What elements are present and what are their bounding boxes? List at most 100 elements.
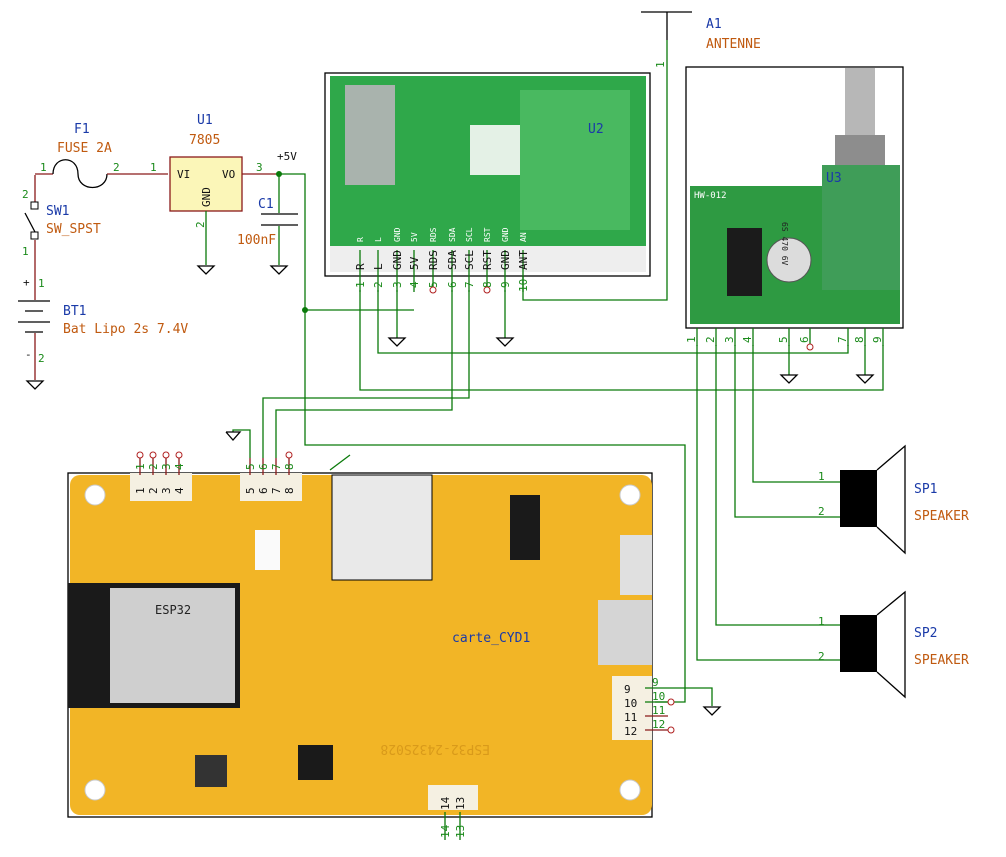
- silk-label: GND: [393, 227, 402, 242]
- pin-label: GND: [499, 250, 512, 270]
- switch-SW1[interactable]: 2 1 SW1 SW_SPST: [22, 175, 101, 258]
- pin-number: 2: [194, 221, 207, 228]
- pin-label: 11: [624, 711, 637, 724]
- speaker2-ref: SP2: [914, 626, 937, 641]
- pin-number: 1: [818, 470, 825, 483]
- ground-icon: [855, 374, 875, 384]
- no-connect-icon: [149, 451, 157, 459]
- pin-number: 1: [354, 281, 367, 288]
- pin-label: ANT: [517, 250, 530, 270]
- no-connect-icon: [136, 451, 144, 459]
- pin-number: 7: [836, 336, 849, 343]
- ground-icon: [702, 706, 722, 716]
- pin-label: 9: [624, 683, 631, 696]
- pin-number: 3: [256, 161, 263, 174]
- board-silk-text: ESP32-2432S028: [380, 741, 490, 756]
- pin-number: 3: [160, 463, 173, 470]
- pin-label: R: [354, 263, 367, 270]
- pin-label: 2: [147, 487, 160, 494]
- pin-number: 5: [777, 336, 790, 343]
- speaker-SP1[interactable]: 1 2 SP1 SPEAKER: [818, 444, 969, 555]
- ground-icon: [225, 431, 242, 441]
- cyd-board[interactable]: ESP32 ESP32-2432S028 carte_CYD1: [67, 472, 653, 818]
- pin-number: 14: [439, 824, 452, 838]
- amplifier-module-U3[interactable]: 6S 470 6V HW-012 U3: [685, 66, 904, 329]
- pin-number: 10: [652, 690, 665, 703]
- fuse-F1[interactable]: 1 2 1 F1 FUSE 2A: [35, 122, 168, 188]
- regulator-U1[interactable]: VI VO GND 2 3 U1 7805: [169, 113, 279, 275]
- pin-number: 8: [481, 281, 494, 288]
- pin-number: 6: [798, 336, 811, 343]
- pin-number: 1: [818, 615, 825, 628]
- battery-plus: +: [23, 276, 30, 289]
- antenna-ref: A1: [706, 17, 722, 32]
- amplifier-ref: U3: [826, 171, 842, 186]
- cyd-ref: carte_CYD1: [452, 631, 530, 646]
- no-connect-icon: [667, 726, 675, 734]
- pin-number: 1: [134, 463, 147, 470]
- ground-icon: [196, 265, 216, 275]
- antenna-A1[interactable]: 1 A1 ANTENNE: [522, 11, 761, 301]
- pin-number: 2: [38, 352, 45, 365]
- fuse-ref: F1: [74, 122, 90, 137]
- pin-label: GND: [391, 250, 404, 270]
- battery-ref: BT1: [63, 304, 86, 319]
- speaker-SP2[interactable]: 1 2 SP2 SPEAKER: [818, 590, 969, 699]
- pin-number: 3: [391, 281, 404, 288]
- ground-icon: [25, 380, 45, 390]
- pin-number: 1: [654, 61, 667, 68]
- radio-ref: U2: [588, 122, 604, 137]
- battery-BT1[interactable]: + - 1 2 BT1 Bat Lipo 2s 7.4V: [18, 240, 188, 380]
- pin-number: 1: [40, 161, 47, 174]
- pin-number: 2: [22, 188, 29, 201]
- power-label-5v: +5V: [277, 150, 297, 163]
- pin-label: RST: [481, 250, 494, 270]
- pin-label: 10: [624, 697, 637, 710]
- fuse-value: FUSE 2A: [57, 141, 112, 156]
- pin-number: 12: [652, 718, 665, 731]
- radio-module-U2[interactable]: U2: [324, 72, 651, 277]
- pin-number: 1: [38, 277, 45, 290]
- pin-number: 1: [22, 245, 29, 258]
- pin-number: 6: [257, 463, 270, 470]
- ground-icon: [387, 337, 407, 347]
- pin-number: 10: [517, 279, 530, 292]
- pin-label: L: [372, 263, 385, 270]
- silk-label: AN: [519, 232, 528, 242]
- silk-label: RST: [483, 227, 492, 242]
- capacitor-C1[interactable]: C1 100nF: [237, 174, 298, 275]
- pin-label: 6: [257, 487, 270, 494]
- pin-number: 5: [244, 463, 257, 470]
- wire-stub: [329, 454, 351, 471]
- no-connect-icon: [806, 343, 814, 351]
- radio-pins: R1RL2LGND3GND5V45VRDS5RDSSDA6SDASCL7SCLR…: [354, 227, 530, 294]
- silk-label: R: [356, 237, 365, 242]
- pin-label: 3: [160, 487, 173, 494]
- pin-number: 5: [427, 281, 440, 288]
- speaker2-value: SPEAKER: [914, 653, 969, 668]
- wire-5v: [279, 173, 686, 703]
- silk-label: SCL: [465, 227, 474, 242]
- pin-label-vo: VO: [222, 168, 235, 181]
- pin-number: 4: [408, 281, 421, 288]
- silk-label: L: [374, 237, 383, 242]
- pin-number: 6: [446, 281, 459, 288]
- capacitor-ref: C1: [258, 197, 274, 212]
- pin-number: 4: [173, 463, 186, 470]
- pin-number: 7: [463, 281, 476, 288]
- pin-label: 7: [270, 487, 283, 494]
- switch-value: SW_SPST: [46, 222, 101, 237]
- cap-marking: 6S 470 6V: [780, 222, 789, 266]
- pin-number: 3: [723, 336, 736, 343]
- pin-number: 1: [685, 336, 698, 343]
- regulator-ref: U1: [197, 113, 213, 128]
- pin-label: 12: [624, 725, 637, 738]
- pin-label: SCL: [463, 250, 476, 270]
- pin-number: 4: [741, 336, 754, 343]
- pin-number: 9: [871, 336, 884, 343]
- silk-label: 5V: [410, 232, 419, 242]
- pin-label-vi: VI: [177, 168, 190, 181]
- pin-number: 2: [147, 463, 160, 470]
- silk-label: SDA: [448, 227, 457, 242]
